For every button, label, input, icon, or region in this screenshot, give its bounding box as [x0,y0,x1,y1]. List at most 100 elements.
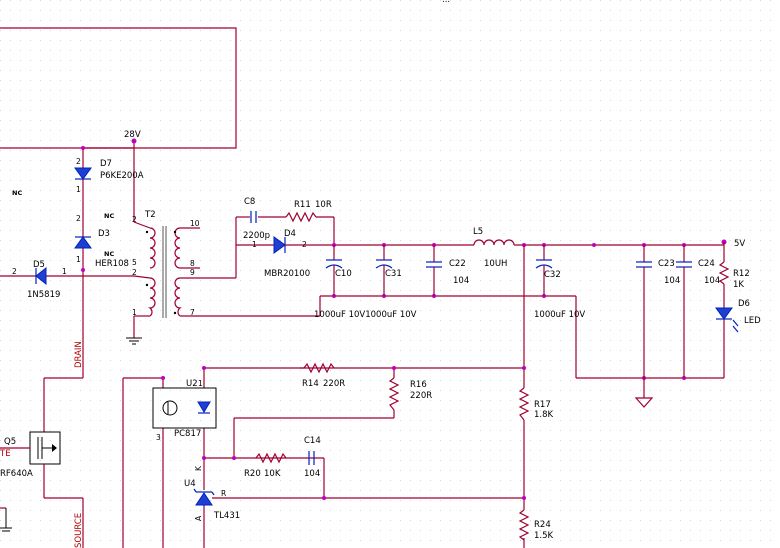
mosfet-q5[interactable]: Q5 RF640A TE [0,377,84,548]
d5-ref: D5 [33,260,45,270]
drain-net-label: DRAIN [74,341,84,368]
svg-text:1: 1 [76,255,81,264]
r11-ref: R11 [294,200,311,210]
feedback-wiring [122,245,526,548]
svg-text:1: 1 [76,185,81,194]
q5-ref: Q5 [4,437,16,447]
resistor-r24[interactable]: R24 1.5K [518,509,554,541]
r16-ref: R16 [410,380,427,390]
d4-value: MBR20100 [264,269,310,279]
svg-text:2: 2 [12,267,17,276]
r20-value: 10K [264,469,281,479]
t2-ref: T2 [144,210,156,220]
gate-net-label: TE [0,449,11,459]
d7-value: P6KE200A [100,171,144,181]
r17-ref: R17 [534,400,551,410]
resistor-r20[interactable]: R20 10K [244,452,287,479]
r20-ref: R20 [244,469,261,479]
rail-5v-label: 5V [734,239,745,249]
d5-value: 1N5819 [27,290,60,300]
source-net-label: SOURCE [74,513,84,548]
output-ground-symbol [634,378,654,408]
resistor-r11[interactable]: R11 10R [285,200,332,223]
r24-ref: R24 [534,520,551,530]
rail-28v-label: 28V [124,130,141,140]
resistor-r12[interactable]: R12 1K [718,242,750,308]
svg-text:1: 1 [198,379,203,388]
svg-text:R: R [221,489,226,498]
nc-label-3: NC [104,250,114,258]
c14-ref: C14 [304,436,321,446]
svg-text:10: 10 [190,219,200,228]
d4-ref: D4 [284,229,296,239]
d7-ref: D7 [100,159,112,169]
c24-value: 104 [704,276,720,286]
c32-ref: C32 [544,270,561,280]
capacitor-c24[interactable]: C24 104 [676,245,720,378]
svg-text:2: 2 [132,268,137,277]
r17-value: 1.8K [534,410,554,420]
d3-value: HER108 [95,259,129,269]
c10-ref: C10 [335,269,352,279]
u2-ref: U2 [186,379,198,389]
r14-ref: R14 [302,379,319,389]
top-partial-text: ... [442,0,450,5]
svg-text:1: 1 [132,308,137,317]
c22-value: 104 [453,276,469,286]
capacitor-c22[interactable]: C22 104 [426,245,469,296]
diode-d5[interactable]: 2 1 D5 1N5819 [0,260,134,300]
d3-ref: D3 [98,229,110,239]
resistor-r14[interactable]: R14 220R [300,362,345,389]
shunt-regulator-u4[interactable]: U4 TL431 K R A [184,465,240,521]
svg-text:2: 2 [76,214,81,223]
capacitor-c8[interactable]: C8 2200p [243,197,270,241]
svg-text:2: 2 [302,240,307,249]
r12-value: 1K [733,280,744,290]
svg-text:1: 1 [62,267,67,276]
secondary-snubber [235,216,335,317]
source-ground-symbol [0,507,12,532]
optocoupler-u2[interactable]: U2 PC817 1 3 [152,379,217,442]
u4-ref: U4 [184,479,196,489]
r12-ref: R12 [733,269,750,279]
led-d6[interactable]: D6 LED [715,299,761,378]
svg-text:3: 3 [156,433,161,442]
r24-value: 1.5K [534,531,554,541]
c14-value: 104 [304,469,320,479]
capacitor-c14[interactable]: C14 104 [304,436,321,479]
l5-ref: L5 [473,227,483,237]
diode-d3[interactable]: 2 1 D3 HER108 [74,214,129,269]
svg-text:5: 5 [132,258,137,267]
capacitor-c31[interactable]: C31 [375,245,402,296]
diode-d4[interactable]: D4 1 2 MBR20100 [252,229,334,279]
r14-value: 220R [323,379,345,389]
c22-ref: C22 [449,259,466,269]
c24-ref: C24 [698,259,715,269]
svg-text:9: 9 [190,268,195,277]
rail-28v: 28V [124,130,141,222]
inductor-l5[interactable]: L5 10UH [473,227,516,269]
capacitor-c23[interactable]: C23 104 [636,245,680,378]
transformer-t2[interactable]: T2 2 5 2 1 10 8 9 7 [132,210,236,318]
svg-text:A: A [194,515,203,521]
u2-value: PC817 [174,429,201,439]
c8-value: 2200p [243,231,270,241]
resistor-r16[interactable]: R16 220R [388,377,432,411]
c10-c31-value: 1000uF 10V1000uF 10V [314,310,417,320]
l5-value: 10UH [484,259,507,269]
resistor-r17[interactable]: R17 1.8K [518,387,554,421]
svg-text:8: 8 [190,259,195,268]
diode-d7[interactable]: 2 1 D7 P6KE200A [74,157,144,194]
svg-text:1: 1 [252,240,257,249]
c32-value: 1000uF 10V [534,310,585,320]
primary-ground-symbol [126,316,142,345]
capacitor-c32[interactable]: C32 1000uF 10V [534,245,585,320]
d6-value: LED [744,316,761,326]
capacitor-c10[interactable]: C10 [325,245,352,296]
output-rail: 5V [320,239,745,380]
u4-value: TL431 [213,511,240,521]
c23-value: 104 [664,276,680,286]
nc-label-2: NC [104,212,114,220]
